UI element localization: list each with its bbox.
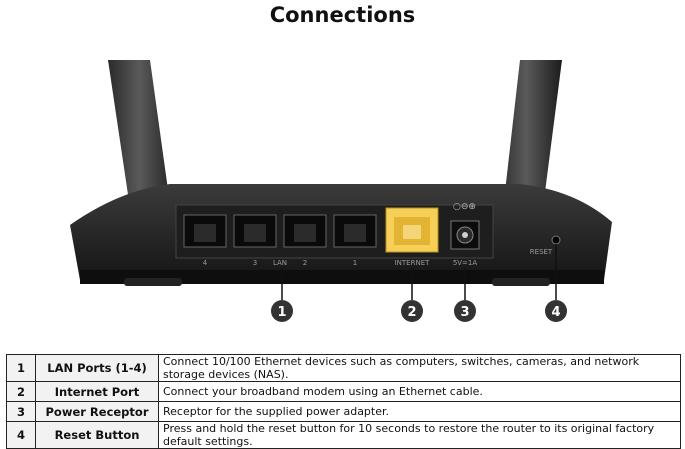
- lan-label-main: LAN: [273, 259, 287, 267]
- power-label: 5V=1A: [453, 259, 478, 267]
- row-description: Connect your broadband modem using an Et…: [158, 381, 681, 402]
- callout-number-3: 3: [460, 305, 469, 320]
- table-row: 1 LAN Ports (1-4) Connect 10/100 Etherne…: [6, 354, 681, 382]
- row-number: 2: [6, 381, 36, 402]
- page-title: Connections: [269, 3, 416, 27]
- lan-port-4: [183, 214, 227, 248]
- row-description: Press and hold the reset button for 10 s…: [158, 421, 681, 449]
- router-rear-illustration: ○⊖⊕ 4 3 LAN 2 1 INTERNET 5V=1A RESET 1 2…: [70, 60, 612, 322]
- callout-badge-1: [271, 300, 293, 322]
- table-row: 4 Reset Button Press and hold the reset …: [6, 421, 681, 449]
- reset-label: RESET: [530, 248, 553, 256]
- callout-number-2: 2: [407, 305, 416, 320]
- svg-text:○⊖⊕: ○⊖⊕: [453, 202, 476, 212]
- lan-label-1: 1: [353, 259, 357, 267]
- row-name: Reset Button: [35, 421, 159, 449]
- reset-hole: [551, 235, 561, 245]
- row-number: 1: [6, 354, 36, 382]
- lan-label-2: 2: [303, 259, 307, 267]
- callout-badge-4: [545, 300, 567, 322]
- power-jack: [450, 220, 480, 250]
- lan-port-1: [333, 214, 377, 248]
- lan-label-4: 4: [203, 259, 208, 267]
- callout-number-1: 1: [277, 305, 286, 320]
- table-row: 2 Internet Port Connect your broadband m…: [6, 381, 681, 402]
- callout-badge-2: [401, 300, 423, 322]
- lan-port-3: [233, 214, 277, 248]
- table-row: 3 Power Receptor Receptor for the suppli…: [6, 401, 681, 422]
- lan-port-2: [283, 214, 327, 248]
- callout-number-4: 4: [551, 305, 560, 320]
- internet-label: INTERNET: [395, 259, 431, 267]
- internet-port: [385, 207, 439, 253]
- connections-table: 1 LAN Ports (1-4) Connect 10/100 Etherne…: [6, 354, 681, 449]
- callout-badge-3: [454, 300, 476, 322]
- row-description: Connect 10/100 Ethernet devices such as …: [158, 354, 681, 382]
- lan-label-3: 3: [253, 259, 257, 267]
- row-number: 4: [6, 421, 36, 449]
- row-name: LAN Ports (1-4): [35, 354, 159, 382]
- row-description: Receptor for the supplied power adapter.: [158, 401, 681, 422]
- row-number: 3: [6, 401, 36, 422]
- row-name: Internet Port: [35, 381, 159, 402]
- row-name: Power Receptor: [35, 401, 159, 422]
